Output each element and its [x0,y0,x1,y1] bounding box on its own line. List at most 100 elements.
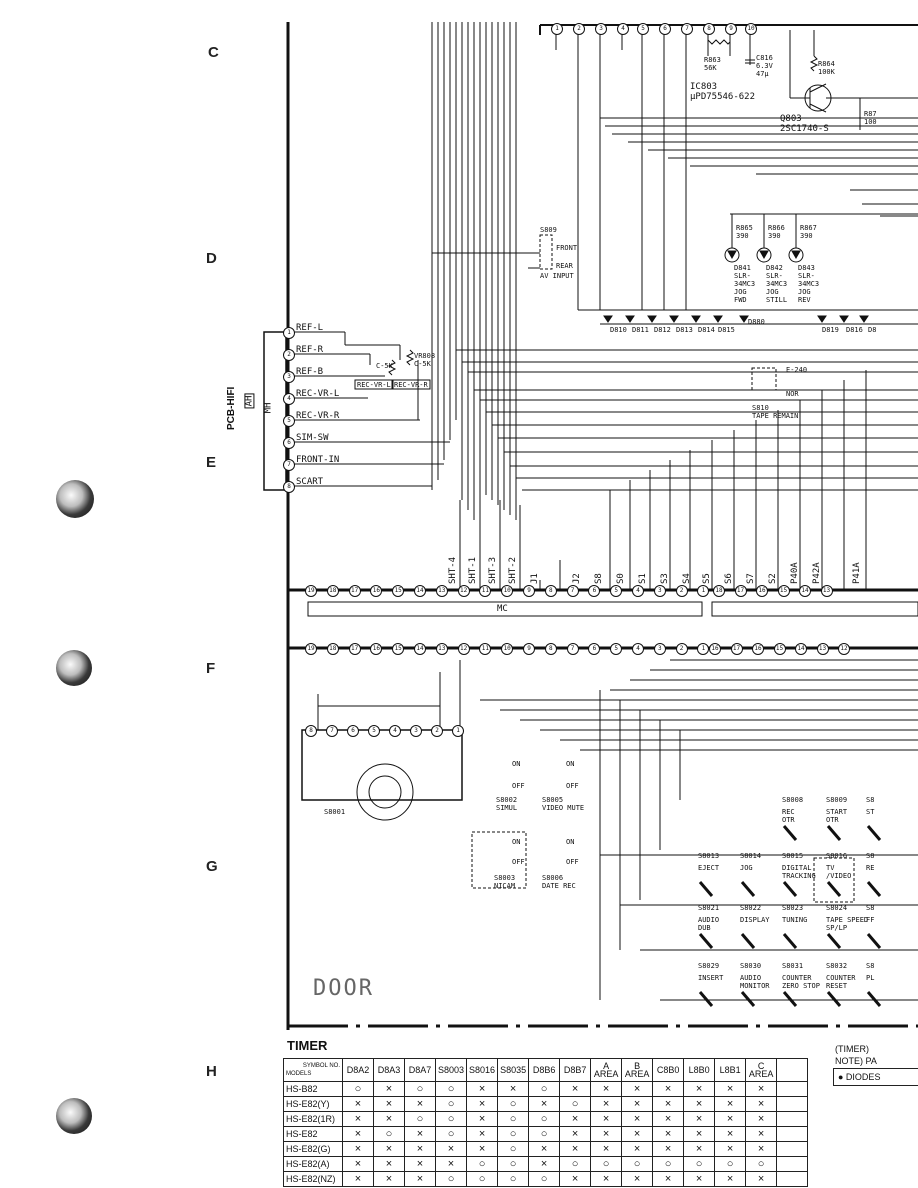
signal-ref-b: REF-B [296,367,324,377]
signal-label: SHT-4 [448,556,458,584]
timer-column-header: B AREA [621,1058,654,1082]
key-ref: S8032 [826,962,848,970]
connector-pin: 1 [283,327,295,339]
bus-pin: 1 [697,585,710,597]
timer-cell: × [342,1171,374,1187]
signal-front-in: FRONT-IN [296,455,340,465]
header-symbol: SYMBOL NO. [302,1063,340,1069]
timer-cell: × [342,1156,374,1172]
key-label: AUDIO DUB [698,916,720,932]
timer-row: HS-E82(G)×××××○×××××××× [283,1141,809,1157]
timer-cell: × [714,1081,747,1097]
r87-label: R87 100 [864,110,877,126]
connector-pin: 2 [283,349,295,361]
lower-bus-pin: 14 [414,643,426,655]
key-label: PL [866,974,875,982]
signal-label: S0 [616,573,626,584]
timer-column-header: S8035 [497,1058,530,1082]
jog-pin: 2 [431,725,443,737]
timer-cell [776,1111,809,1127]
signal-label: S7 [746,573,756,584]
timer-cell: × [559,1126,592,1142]
bus-pin: 3 [653,585,666,597]
timer-cell: ○ [652,1156,685,1172]
e240-label: E-240 [786,366,808,374]
s8005-label: S8005 VIDEO MUTE [542,796,585,812]
timer-cell: ○ [373,1126,405,1142]
bus-pin: 15 [392,585,405,597]
key-label: REC OTR [782,808,795,824]
timer-cell: ○ [404,1111,436,1127]
signal-label: S3 [660,573,670,584]
signal-label: S5 [702,573,712,584]
key-switch-glyph [740,881,756,897]
bus-pin: 11 [479,585,492,597]
timer-cell: × [528,1141,561,1157]
diodes-note-box: ● DIODES [833,1068,918,1086]
timer-cell: ○ [434,1171,468,1187]
signal-rec-vr-r: REC-VR-R [296,411,340,421]
timer-cell: × [683,1171,716,1187]
timer-cell: ○ [621,1156,654,1172]
timer-cell: ○ [466,1171,499,1187]
timer-model: HS-E82(NZ) [283,1171,343,1187]
lower-bus-pin: 8 [544,643,557,655]
ic-pin: 4 [617,23,629,35]
key-ref: S8013 [698,852,720,860]
timer-cell: × [497,1081,530,1097]
signal-label: P41A [852,562,862,584]
timer-cell: × [714,1111,747,1127]
key-ref: S8 [866,852,875,860]
signal-label: P40A [790,562,800,584]
key-label: DISPLAY [740,916,770,924]
signal-label: S2 [768,573,778,584]
timer-cell: × [373,1141,405,1157]
d880-label: D880 [748,318,765,326]
key-switch-glyph [866,881,882,897]
lower-bus-pin: 16 [752,643,764,655]
timer-note-top: (TIMER) [835,1044,869,1054]
lower-bus-pin: 12 [457,643,470,655]
timer-cell: × [590,1081,623,1097]
timer-cell: × [652,1096,685,1112]
key-ref: S8008 [782,796,804,804]
diode-d819: D819 [822,326,839,334]
rec-vr-l-box: REC-VR-L [357,381,391,389]
socket-mh-label: MH [263,402,274,414]
timer-cell: × [342,1096,374,1112]
key-label: INSERT [698,974,724,982]
timer-model: HS-E82(1R) [283,1111,343,1127]
diode-d812: D812 [654,326,671,334]
s8001-label: S8001 [324,808,346,816]
ic-pin: 8 [703,23,715,35]
timer-cell: × [559,1081,592,1097]
key-label: TAPE SPEED SP/LP [826,916,869,932]
diode-d811: D811 [632,326,649,334]
s810-label: S810 TAPE REMAIN [752,404,799,420]
key-switch-glyph [740,933,756,949]
timer-cell: × [528,1156,561,1172]
bus-pin: 9 [523,585,535,597]
key-label: FF [866,916,875,924]
timer-cell: × [434,1141,468,1157]
lower-bus-pin: 11 [479,643,492,655]
diode-d810: D810 [610,326,627,334]
s8005-on: ON [566,760,575,768]
c816-label: C816 6.3V 47μ [756,54,773,78]
key-switch-glyph [698,933,714,949]
key-ref: S8014 [740,852,762,860]
timer-cell: × [714,1096,747,1112]
d841-label: D841 SLR- 34MC3 JOG FWD [734,264,756,304]
timer-cell: × [652,1141,685,1157]
r866-label: R866 390 [768,224,785,240]
lower-bus-pin: 18 [326,643,339,655]
ic-pin: 3 [595,23,607,35]
timer-cell: ○ [497,1096,530,1112]
bus-pin: 16 [756,585,768,597]
lower-bus-pin: 3 [653,643,666,655]
s8002-on: ON [512,760,521,768]
timer-row: HS-E82(1R)××○○×○○××××××× [283,1111,809,1127]
r867-label: R867 390 [800,224,817,240]
lower-bus-pin: 5 [610,643,623,655]
